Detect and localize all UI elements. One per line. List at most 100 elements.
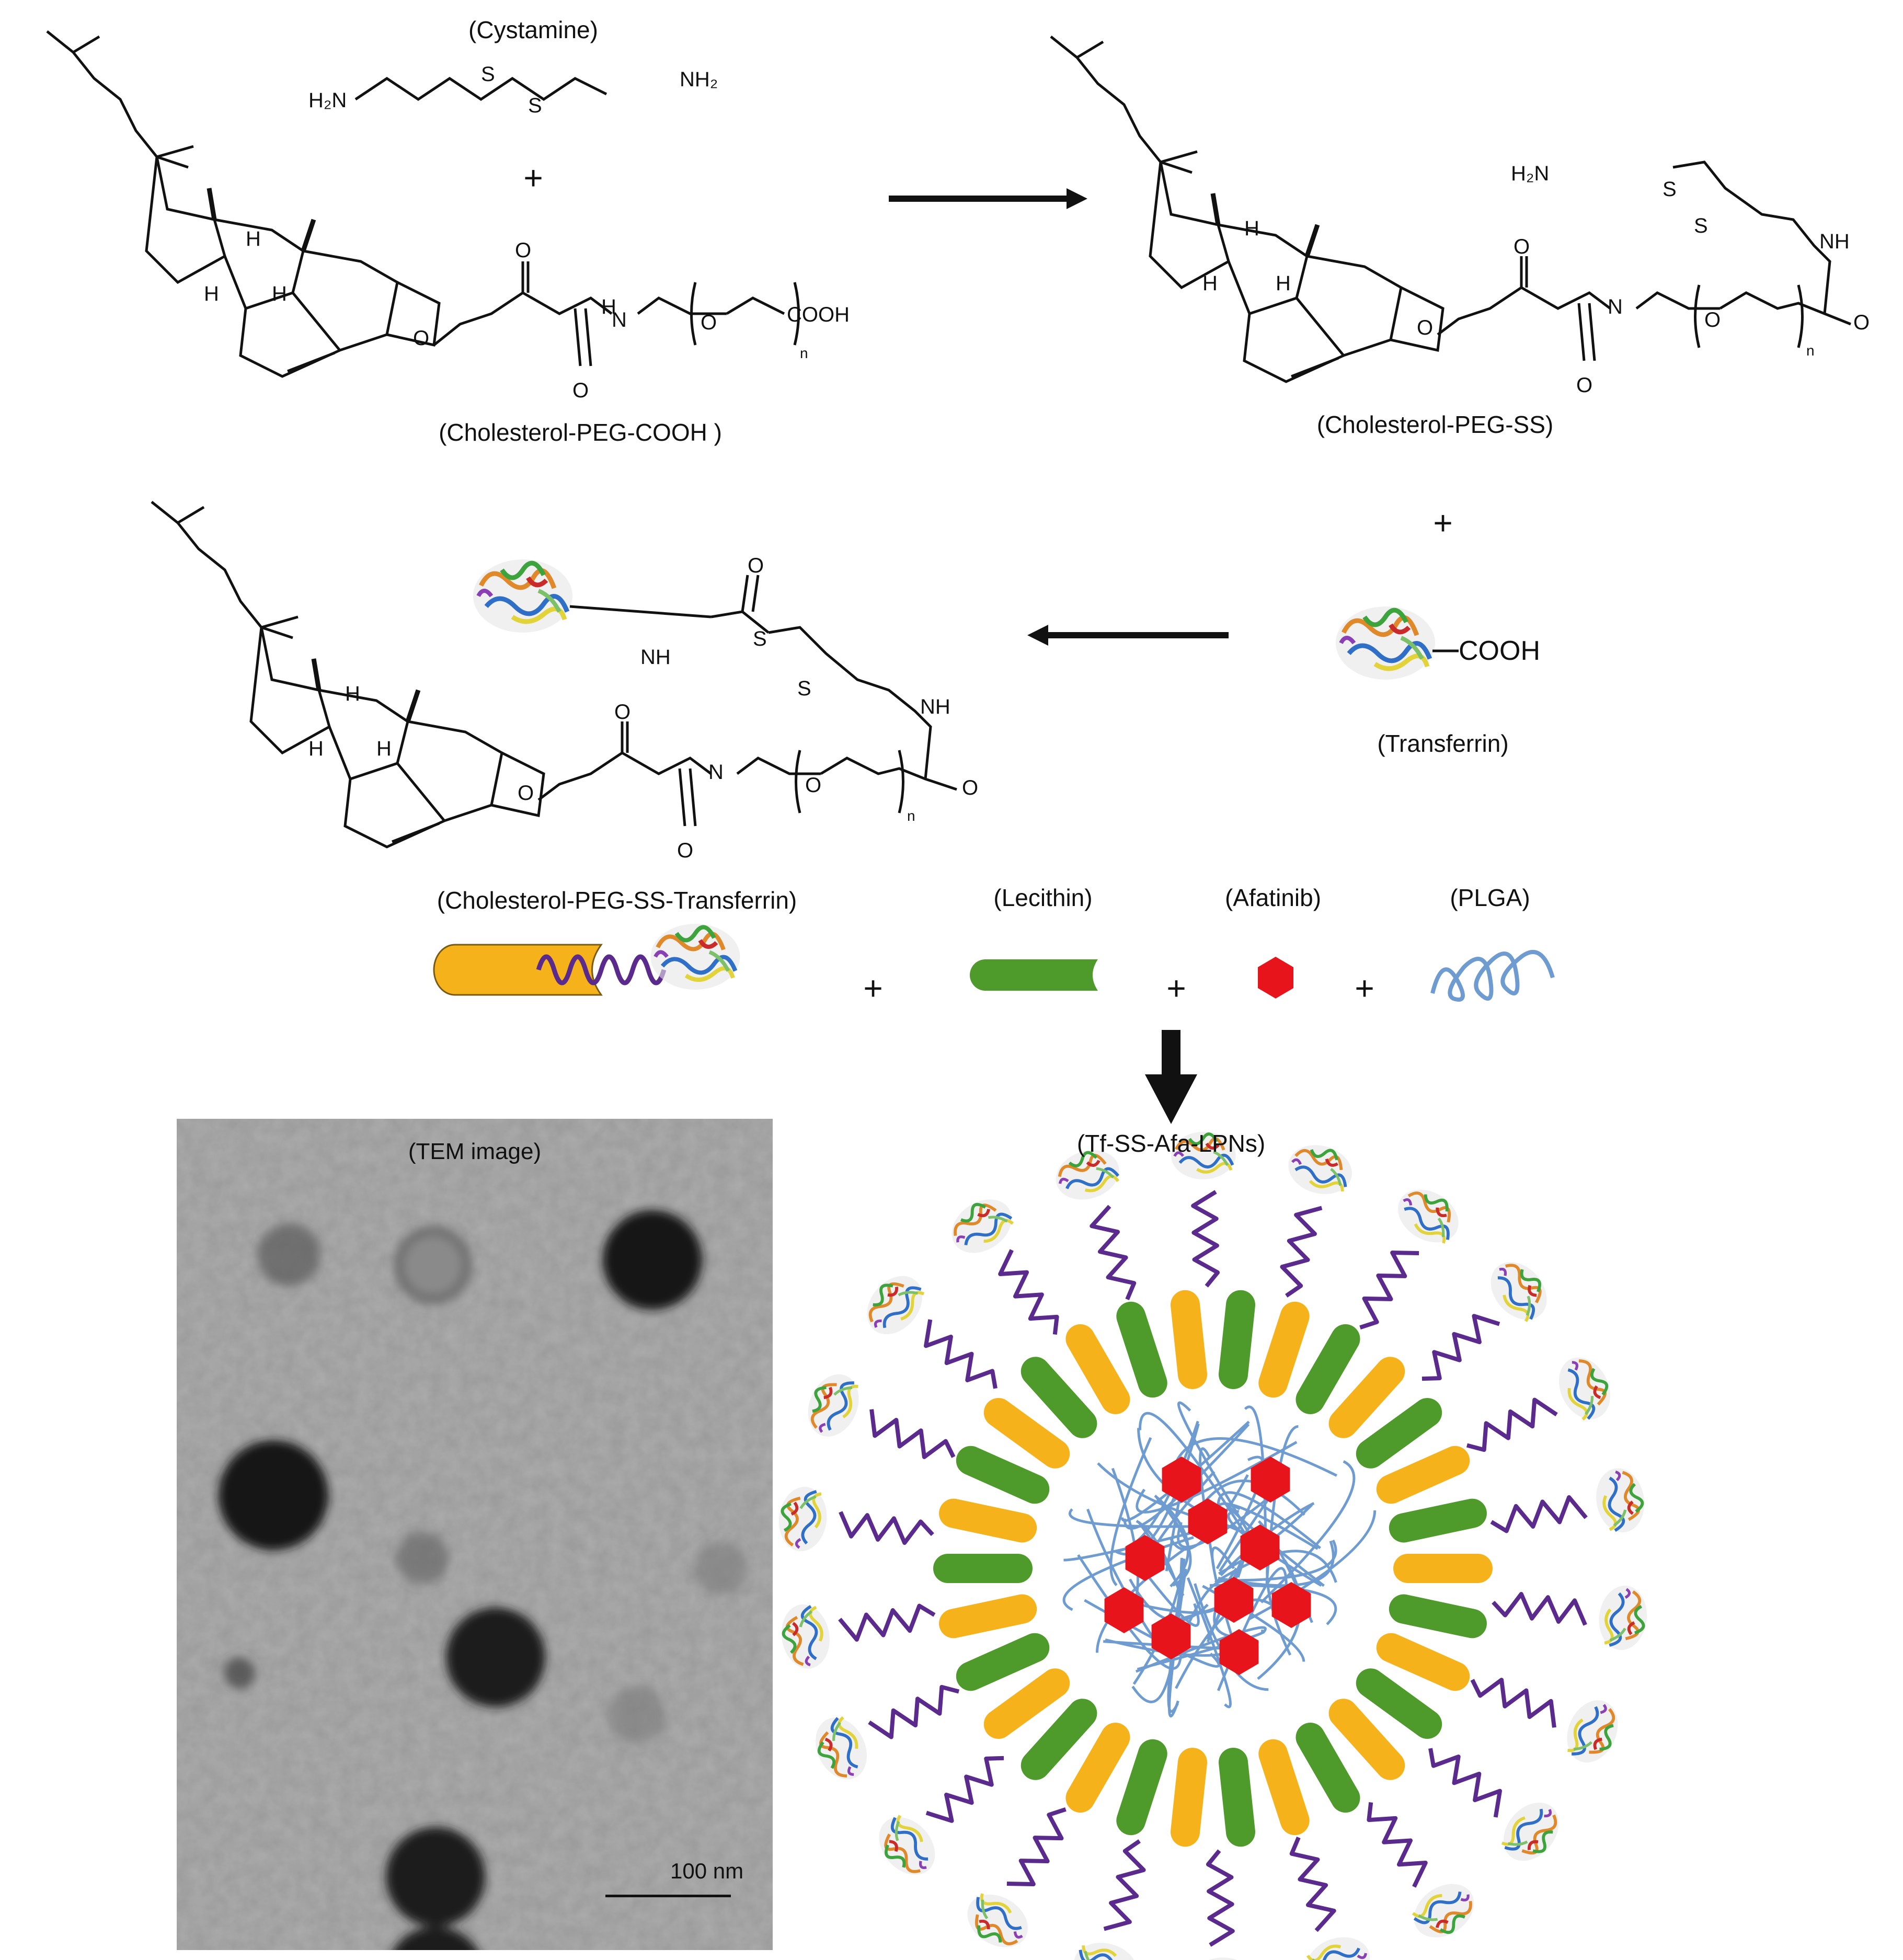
transferrin-protein-icon	[1492, 1792, 1570, 1872]
atom-s-3: S	[1694, 214, 1708, 237]
cholesterol-peg-ss-structure: O O O N O n O NH S S H₂N H H H	[1051, 37, 1870, 397]
lecithin-block	[1296, 1324, 1360, 1414]
atom-cooh-2: COOH	[1459, 636, 1540, 666]
transferrin-protein-icon	[856, 1265, 934, 1345]
lecithin-block	[1021, 1699, 1097, 1780]
peg-chain	[1289, 1836, 1336, 1932]
atom-h-1: H	[246, 227, 261, 250]
atom-h: H	[601, 295, 616, 318]
atom-h-9: H	[376, 737, 392, 760]
transferrin-protein-icon	[799, 1367, 868, 1445]
label-plga: (PLGA)	[1450, 884, 1530, 911]
atom-h-2: H	[204, 282, 219, 305]
plga-strand	[1063, 1528, 1205, 1562]
plga-strand	[1219, 1539, 1337, 1582]
transferrin-protein-icon	[775, 1484, 830, 1554]
transferrin-protein-icon	[777, 1601, 834, 1672]
transferrin-protein-icon	[1596, 1583, 1650, 1653]
cholesterol-block	[1258, 1301, 1310, 1398]
transferrin-protein-icon	[1591, 1464, 1649, 1536]
cholesterol-block	[1328, 1357, 1405, 1438]
atom-o-ester-3: O	[518, 782, 534, 805]
transferrin-protein-icon	[1480, 1251, 1558, 1331]
transferrin-protein-icon	[868, 1806, 946, 1886]
cholesterol-block	[939, 1594, 1037, 1638]
label-cholesterol-peg-ss-transferrin: (Cholesterol-PEG-SS-Transferrin)	[437, 887, 797, 914]
atom-h-3: H	[272, 282, 287, 305]
atom-h-5: H	[1202, 272, 1218, 295]
lecithin-block	[933, 1554, 1033, 1583]
peg-chain	[1492, 1591, 1587, 1626]
atom-s-4: S	[1663, 178, 1677, 201]
atom-s-1: S	[481, 63, 495, 86]
label-cholesterol-peg-cooh: (Cholesterol-PEG-COOH )	[439, 419, 722, 446]
plga-coil-icon	[1430, 950, 1555, 1002]
peg-chain	[1090, 1205, 1137, 1301]
transferrin-protein-icon-3	[651, 924, 740, 990]
cystamine-structure: H₂N S S NH₂	[308, 63, 718, 117]
peg-chain	[1206, 1849, 1235, 1947]
conjugate-icon	[433, 924, 740, 996]
lecithin-block	[956, 1446, 1050, 1504]
peg-chain	[839, 1511, 934, 1545]
atom-h2n: H₂N	[308, 89, 347, 112]
lecithin-block	[1296, 1723, 1360, 1813]
plga-strand	[1068, 1508, 1219, 1528]
plga-strand	[1172, 1437, 1337, 1477]
tem-image: (TEM image) 100 nm	[177, 1119, 773, 1950]
transferrin-protein-icon	[1068, 1936, 1143, 1960]
peg-chain	[1428, 1748, 1502, 1818]
plus-sign-4: +	[1166, 969, 1186, 1007]
cholesterol-block	[1065, 1723, 1130, 1813]
lecithin-block	[956, 1633, 1050, 1691]
lecithin-block-icon	[970, 959, 1098, 991]
label-product: (Tf-SS-Afa-LPNs)	[1076, 1130, 1266, 1157]
lecithin-block	[1389, 1594, 1487, 1638]
plga-strand	[1217, 1491, 1321, 1550]
plga-strand	[1113, 1420, 1199, 1553]
plga-strand	[1177, 1488, 1280, 1549]
label-lecithin: (Lecithin)	[993, 884, 1093, 911]
lecithin-block	[1116, 1739, 1167, 1836]
label-cholesterol-peg-ss: (Cholesterol-PEG-SS)	[1316, 411, 1554, 438]
plga-strand	[1228, 1504, 1325, 1587]
tem-micrograph	[177, 1119, 773, 1950]
atom-o-carbonyl-2: O	[572, 379, 589, 402]
label-transferrin: (Transferrin)	[1377, 730, 1509, 757]
atom-s-2: S	[528, 94, 542, 117]
peg-chain	[1470, 1678, 1556, 1728]
cholesterol-block	[1376, 1446, 1470, 1504]
peg-chain	[1466, 1397, 1558, 1452]
atom-nh-3: NH	[640, 646, 671, 669]
atom-o-carbonyl-3: O	[1514, 235, 1530, 258]
scale-bar-label: 100 nm	[670, 1859, 744, 1883]
plga-strand	[1138, 1412, 1248, 1538]
plga-strand	[1186, 1577, 1232, 1709]
cholesterol-block	[939, 1498, 1037, 1543]
afatinib-hexagon-icon	[1258, 957, 1293, 999]
plus-sign-2: +	[1433, 504, 1453, 542]
subscript-n-3: n	[907, 808, 915, 824]
cholesterol-block	[1393, 1554, 1493, 1583]
cholesterol-block	[1258, 1739, 1310, 1836]
atom-h2n-2: H₂N	[1511, 162, 1549, 185]
atom-n-2: N	[1608, 295, 1623, 318]
cholesterol-block	[983, 1397, 1070, 1469]
cholesterol-block	[983, 1668, 1070, 1739]
atom-n: N	[612, 308, 627, 331]
peg-chain	[925, 1756, 1004, 1823]
down-arrow-icon	[1145, 1030, 1197, 1124]
peg-chain	[1359, 1251, 1419, 1329]
atom-o-peg: O	[701, 311, 717, 334]
reaction-arrow-icon	[889, 188, 1087, 209]
lecithin-block	[1389, 1498, 1487, 1543]
plga-strand	[1217, 1502, 1319, 1550]
reaction-arrow-icon-2	[1027, 625, 1229, 646]
atom-o-carbonyl-5: O	[614, 701, 630, 724]
transferrin-protein-icon	[1300, 1930, 1376, 1960]
plga-strand	[1260, 1460, 1356, 1603]
plga-strand	[1167, 1568, 1185, 1713]
peg-chain	[1367, 1802, 1428, 1888]
cholesterol-peg-cooh-structure: O O O H N O n COOH H H H	[47, 31, 850, 402]
